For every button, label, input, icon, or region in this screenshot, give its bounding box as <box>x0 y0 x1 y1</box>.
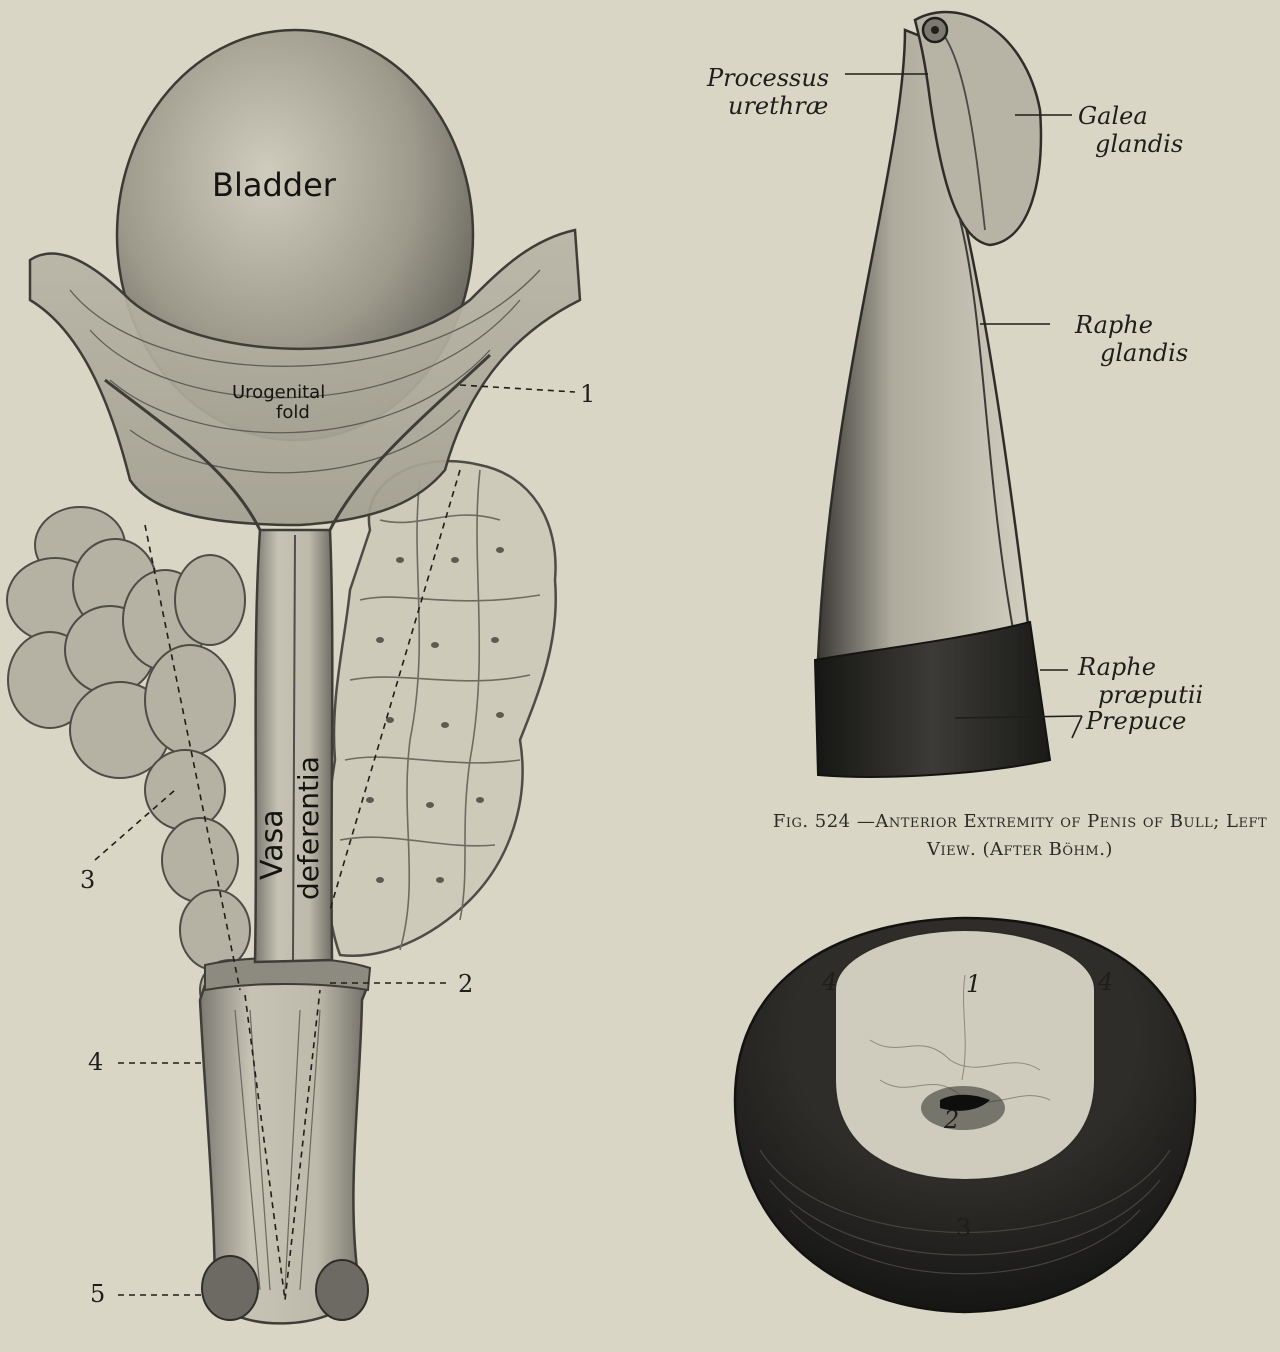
callout-4: 4 <box>88 1048 103 1076</box>
left-figure: Bladder Urogenital fold Vasa deferentia … <box>6 28 595 1325</box>
vasa-label-line1: Vasa <box>255 809 290 880</box>
callout-1: 1 <box>580 380 595 408</box>
label-galea-line1: Galea <box>1078 102 1148 130</box>
caption-line-1: Fig. 524 —Anterior Extremity of Penis of… <box>772 811 1268 832</box>
prepuce <box>813 620 1052 778</box>
section-callout-2: 2 <box>943 1106 959 1134</box>
section-callout-4-right: 4 <box>1097 968 1113 996</box>
label-galea-line2: glandis <box>1095 130 1183 158</box>
label-processus-line2: urethræ <box>728 92 828 120</box>
urethral-lumen <box>940 1094 990 1111</box>
caption-line-2: View. (After Böhm.) <box>927 839 1113 860</box>
figure-caption: Fig. 524 —Anterior Extremity of Penis of… <box>760 808 1280 864</box>
bulbo-urethral-gland-right <box>315 1259 369 1321</box>
callout-3: 3 <box>80 866 95 894</box>
penis-anterior-extremity-figure: Processus urethræ Galea glandis Raphe gl… <box>706 10 1203 778</box>
section-callout-3: 3 <box>956 1214 971 1242</box>
raphe-glandis <box>959 219 1016 641</box>
bladder-label: Bladder <box>212 166 337 204</box>
urogenital-label-line1: Urogenital <box>232 382 325 403</box>
callout-2: 2 <box>458 970 473 998</box>
callout-5: 5 <box>90 1280 105 1308</box>
galea-glandis <box>913 10 1043 247</box>
vasa-label-line2: deferentia <box>292 756 325 900</box>
label-raphe-glandis-line2: glandis <box>1100 339 1188 367</box>
right-vesicular-gland <box>325 460 557 957</box>
label-raphe-preputii-line1: Raphe <box>1077 653 1156 681</box>
label-processus-line1: Processus <box>706 64 829 92</box>
label-raphe-preputii-line2: præputii <box>1098 681 1203 709</box>
urogenital-label-line2: fold <box>276 402 310 423</box>
label-prepuce: Prepuce <box>1085 707 1186 735</box>
section-callout-4-left: 4 <box>821 968 837 996</box>
left-vesicular-gland <box>6 506 261 1021</box>
label-raphe-glandis-line1: Raphe <box>1074 311 1153 339</box>
section-callout-1: 1 <box>966 970 981 998</box>
bulbo-urethral-gland-left <box>201 1255 259 1321</box>
cross-section-figure: 1 2 3 4 4 <box>733 916 1197 1314</box>
